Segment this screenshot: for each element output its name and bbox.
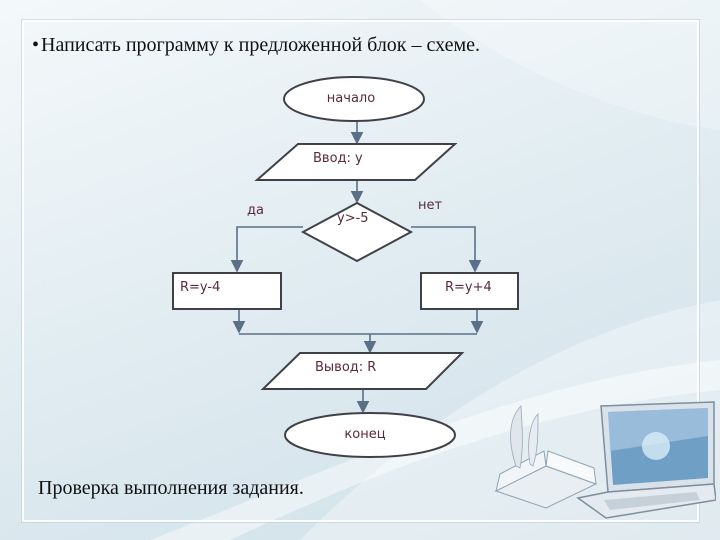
- connector-no-branch: [411, 226, 482, 273]
- yes-process-block: [172, 272, 282, 310]
- start-label: начало: [327, 91, 375, 106]
- no-label: нет: [418, 198, 442, 213]
- slide-frame: [22, 20, 699, 522]
- connectors: [230, 121, 484, 414]
- yes-process-label: R=y-4: [180, 280, 220, 295]
- condition-label: y>-5: [337, 211, 369, 226]
- no-process-label: R=y+4: [445, 280, 492, 295]
- yes-label: да: [247, 203, 264, 218]
- start-terminator: [283, 76, 425, 122]
- task-heading: •Написать программу к предложенной блок …: [32, 34, 480, 57]
- end-label: конец: [344, 427, 385, 442]
- book-quill-illustration: [494, 405, 598, 509]
- end-terminator: [284, 412, 456, 458]
- output-label: Вывод: R: [315, 360, 376, 375]
- connector-yes-branch: [230, 226, 303, 273]
- input-block: [254, 143, 458, 181]
- no-process-block: [420, 272, 519, 310]
- footer-text: Проверка выполнения задания.: [38, 477, 304, 499]
- bullet-marker: •: [32, 34, 40, 56]
- task-text: Написать программу к предложенной блок –…: [41, 34, 481, 56]
- input-label: Ввод: y: [313, 151, 363, 166]
- condition-decision: [300, 201, 414, 263]
- output-block: [260, 352, 465, 390]
- laptop-illustration: [494, 401, 716, 519]
